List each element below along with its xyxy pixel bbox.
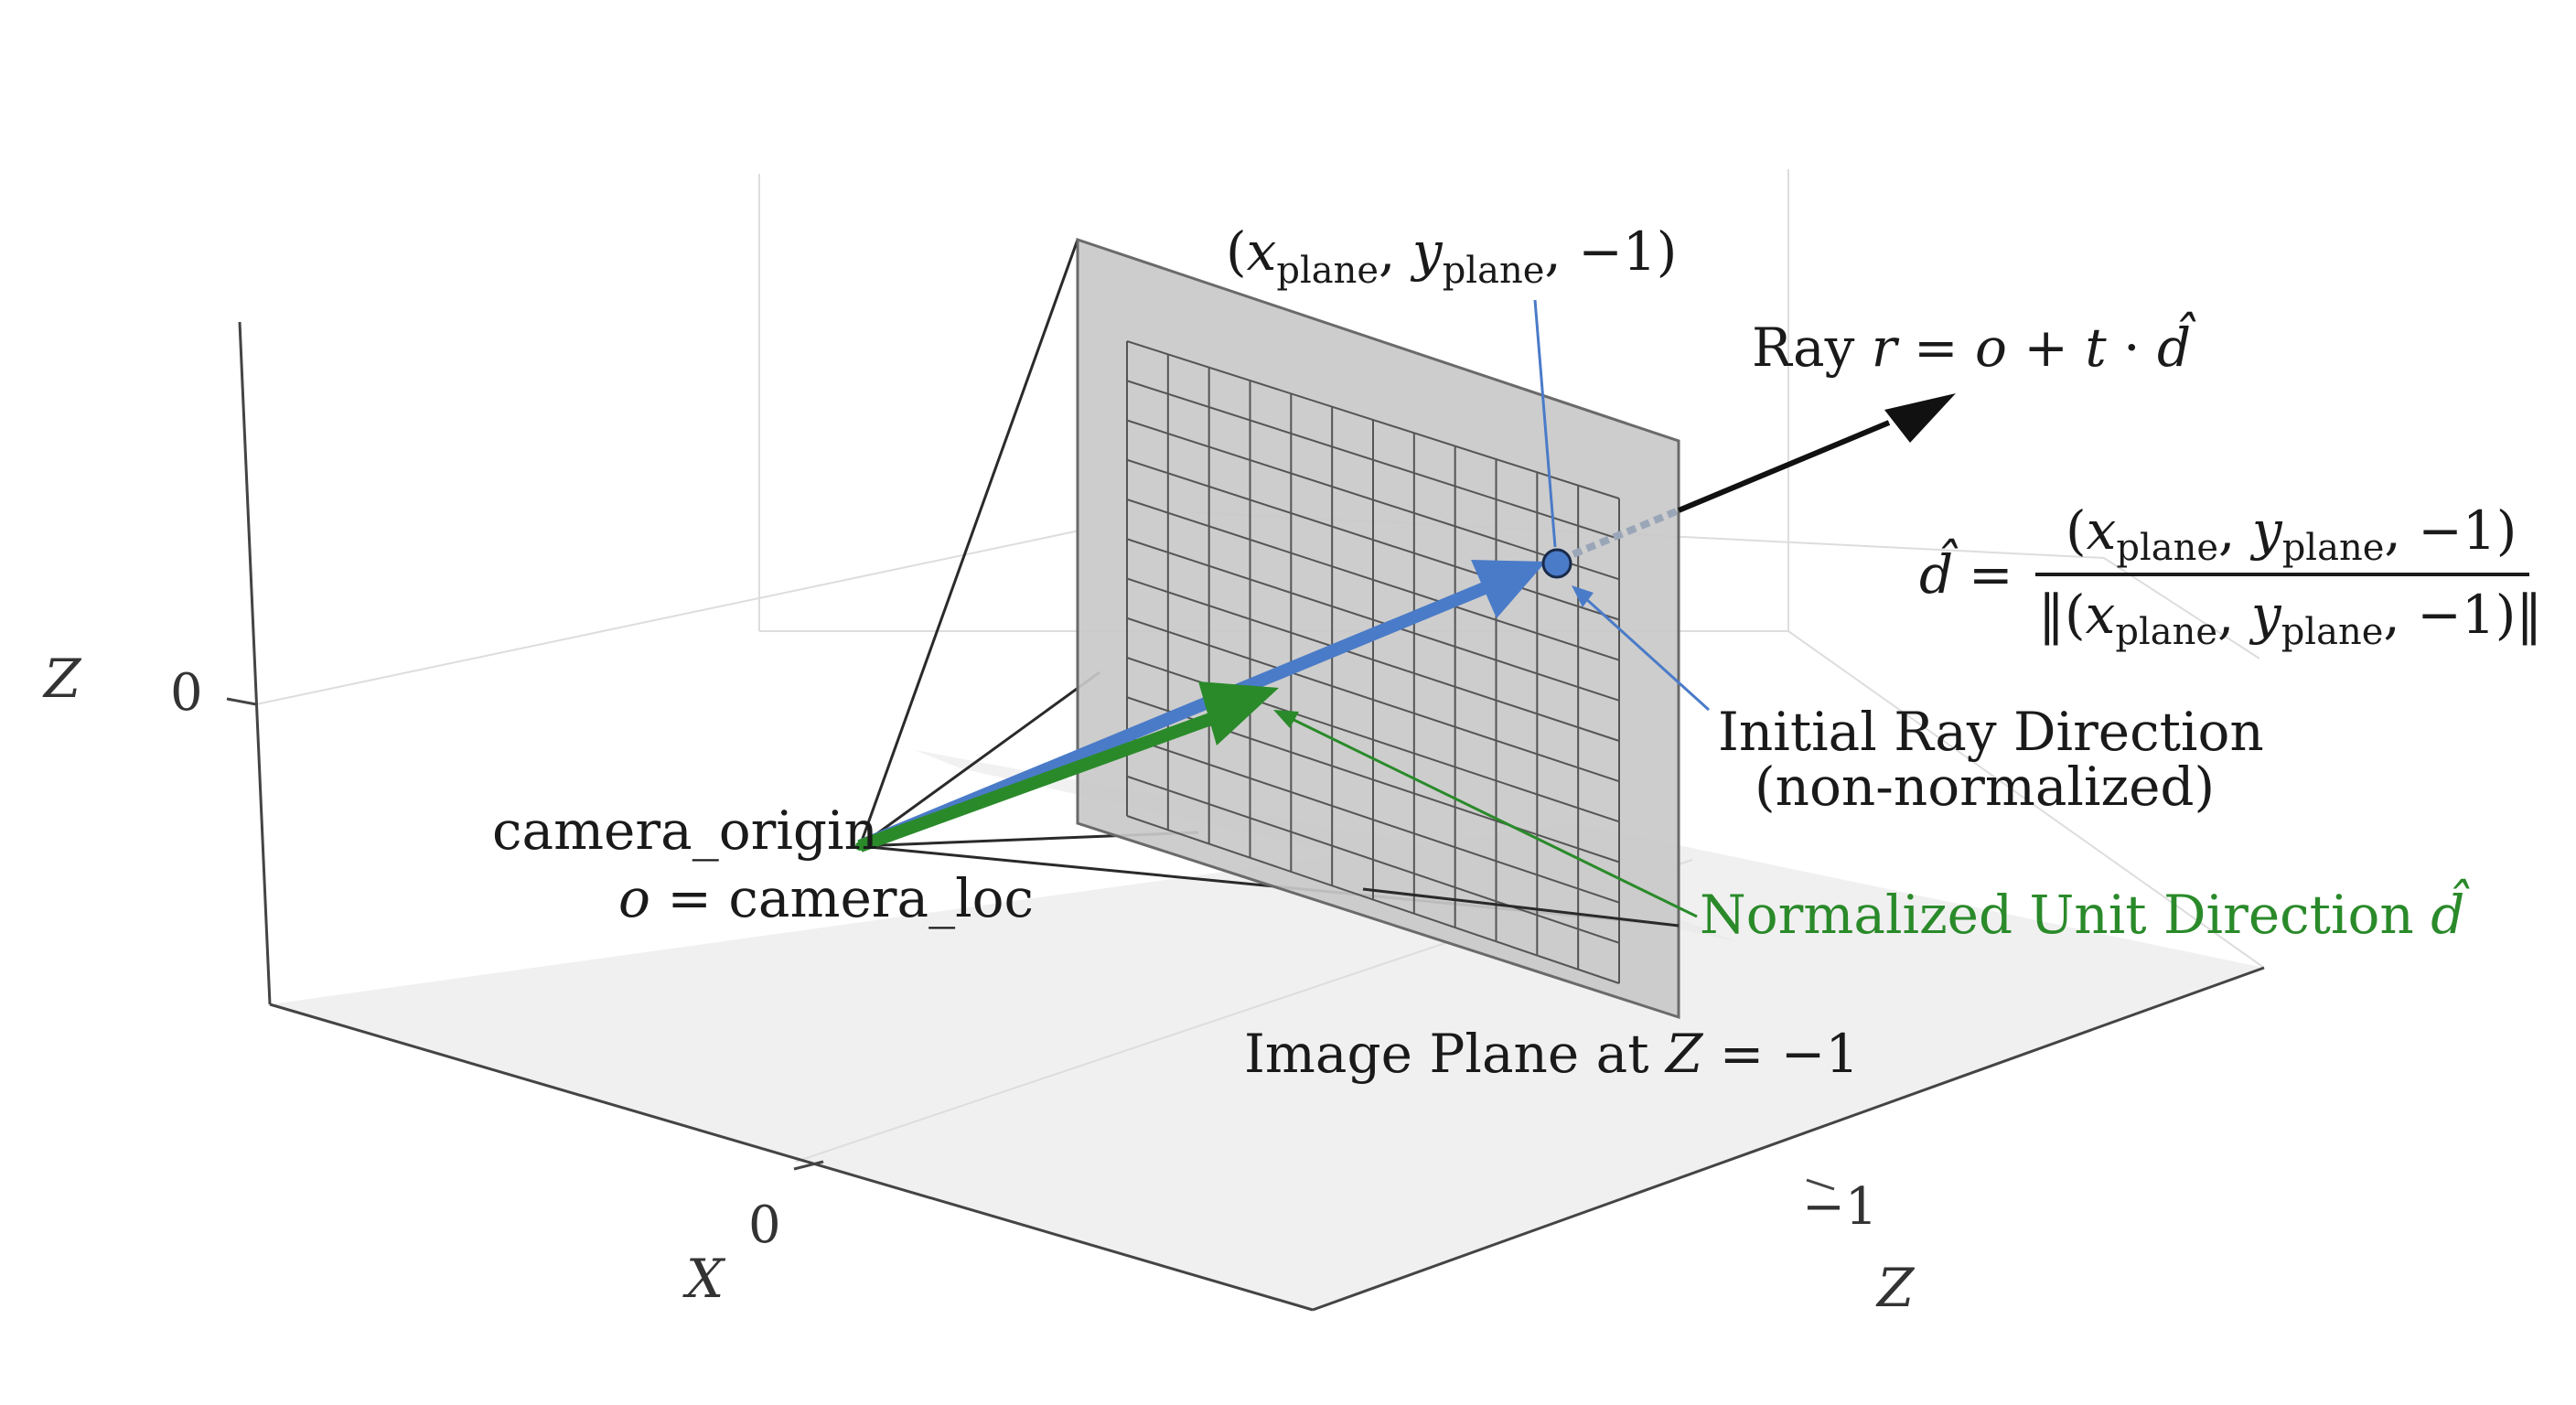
ray-line (1677, 420, 1891, 513)
initial-dir-label-line1: Initial Ray Direction (1718, 701, 2264, 763)
grid-line-horizontal (1126, 380, 1620, 541)
floor-plane (270, 823, 2264, 1310)
normalized-label: Normalized Unit Direction d̂ (1700, 878, 2470, 946)
ray-hidden-segment (1558, 507, 1680, 563)
axis-frame (226, 321, 2265, 1312)
z-vertical-axis-tick: 0 (170, 663, 203, 723)
initial-dir-leader-head (1572, 585, 1594, 607)
normalized-arrow (857, 707, 1229, 853)
initial-dir-leader (1573, 587, 1711, 712)
camera-origin-point (855, 842, 864, 851)
camera-loc-label: o = camera_loc (618, 867, 1034, 929)
formula-lhs: d̂ (1919, 538, 1959, 606)
grid-line-horizontal (1126, 458, 1620, 621)
x-axis-tick: 0 (748, 1196, 781, 1255)
initial-dir-label-line2: (non-normalized) (1755, 756, 2215, 818)
ray-arrowhead (1884, 393, 1956, 443)
formula-eq: = (1969, 543, 2013, 606)
initial-ray-arrowhead (1471, 560, 1546, 618)
normalized-arrowhead (1198, 681, 1279, 745)
plane-point (1541, 548, 1572, 579)
normalized-leader (1280, 712, 1698, 918)
grid-line-horizontal (1126, 577, 1620, 742)
formula-numerator: (xplane, yplane, −1) (2066, 499, 2517, 569)
formula-denominator: ‖(xplane, yplane, −1)‖ (2038, 584, 2542, 653)
camera-origin-label: camera_origin (492, 799, 878, 862)
grid-line-horizontal (1126, 775, 1620, 944)
point-label-leader (1533, 299, 1557, 548)
grid-line-horizontal (1126, 617, 1620, 783)
x-axis-label: X (682, 1248, 726, 1310)
grid-line-horizontal (1126, 538, 1620, 702)
z-vertical-axis-label: Z (42, 648, 82, 710)
z-depth-axis-label: Z (1875, 1257, 1916, 1319)
grid-line-horizontal (1126, 419, 1620, 581)
normalized-leader-head (1273, 710, 1299, 728)
grid-line-horizontal (1126, 499, 1620, 661)
grid-line-horizontal (1126, 735, 1620, 904)
grid-line-horizontal (1126, 815, 1620, 984)
frustum-front-lines (1362, 887, 1680, 928)
image-plane-label: Image Plane at Z = −1 (1244, 1023, 1859, 1085)
z-depth-axis-tick: −1 (1802, 1177, 1878, 1237)
grid-line-horizontal (1126, 340, 1620, 499)
normalization-formula: d̂ = (xplane, yplane, −1) ‖(xplane, ypla… (1919, 499, 2542, 653)
ray-label: Ray r = o + t · d̂ (1752, 311, 2196, 379)
point-label: (xplane, yplane, −1) (1226, 220, 1677, 292)
